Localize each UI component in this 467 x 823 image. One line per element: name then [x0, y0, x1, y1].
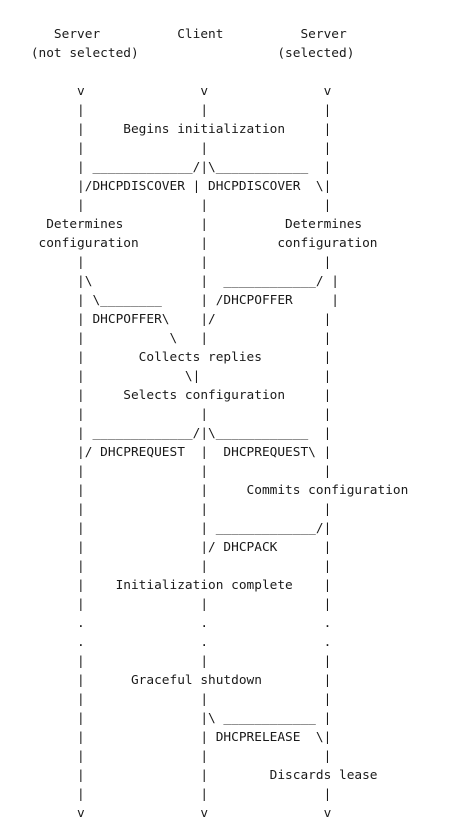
diagram-line: Server Client Server — [0, 27, 347, 42]
diagram-line: | | Commits configuration — [0, 483, 409, 498]
diagram-line: | | DHCPRELEASE \| — [0, 730, 332, 745]
diagram-line: v v v — [0, 806, 332, 821]
diagram-line: | | | — [0, 654, 332, 669]
diagram-line: | Initialization complete | — [0, 578, 332, 593]
diagram-line: | Graceful shutdown | — [0, 673, 332, 688]
diagram-line: . . . — [0, 635, 332, 650]
dhcp-sequence-diagram: Server Client Server (not selected) (sel… — [0, 25, 409, 823]
diagram-line: | | | — [0, 692, 332, 707]
diagram-line: | \________ | /DHCPOFFER | — [0, 293, 339, 308]
diagram-line: | | Discards lease — [0, 768, 378, 783]
diagram-line: | | | — [0, 407, 332, 422]
diagram-line: | | | — [0, 787, 332, 802]
diagram-line: | _____________/|\____________ | — [0, 160, 332, 175]
diagram-line: | Collects replies | — [0, 350, 332, 365]
diagram-line: | | | — [0, 749, 332, 764]
diagram-line: |\ | ____________/ | — [0, 274, 339, 289]
diagram-line: | | | — [0, 103, 332, 118]
diagram-line: | | _____________/| — [0, 521, 332, 536]
diagram-line: |/DHCPDISCOVER | DHCPDISCOVER \| — [0, 179, 332, 194]
diagram-line: | \| | — [0, 369, 332, 384]
diagram-line: | | | — [0, 255, 332, 270]
diagram-line: | Selects configuration | — [0, 388, 332, 403]
diagram-line: |/ DHCPREQUEST | DHCPREQUEST\ | — [0, 445, 332, 460]
diagram-line: . . . — [0, 616, 332, 631]
diagram-line: | | | — [0, 141, 332, 156]
diagram-line: | | | — [0, 559, 332, 574]
diagram-line: | | | — [0, 464, 332, 479]
diagram-line: | | | — [0, 198, 332, 213]
diagram-line: v v v — [0, 84, 332, 99]
diagram-line: | Begins initialization | — [0, 122, 332, 137]
diagram-line: | | | — [0, 502, 332, 517]
diagram-line: Determines | Determines — [0, 217, 363, 232]
diagram-line: | DHCPOFFER\ |/ | — [0, 312, 332, 327]
diagram-line — [0, 63, 408, 82]
diagram-line: configuration | configuration — [0, 236, 378, 251]
diagram-line: | | | — [0, 597, 332, 612]
diagram-line: (not selected) (selected) — [0, 46, 355, 61]
diagram-line: | _____________/|\____________ | — [0, 426, 332, 441]
diagram-line: | |/ DHCPACK | — [0, 540, 332, 555]
diagram-line: | |\ ____________ | — [0, 711, 332, 726]
diagram-line: | \ | | — [0, 331, 332, 346]
